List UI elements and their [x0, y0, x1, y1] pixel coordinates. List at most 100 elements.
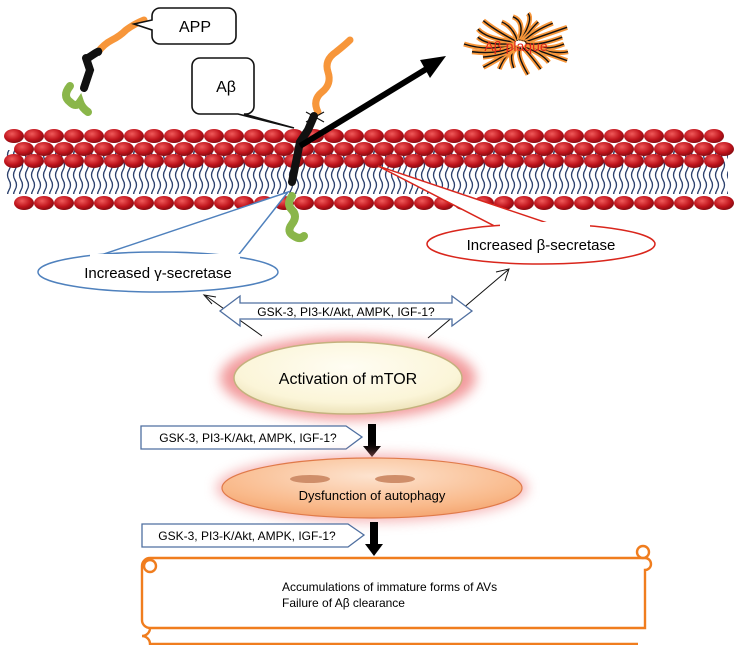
lipid-head	[154, 196, 174, 210]
lipid-head	[114, 196, 134, 210]
lipid-head	[194, 196, 214, 210]
lipid-head	[454, 142, 474, 156]
lipid-head	[234, 142, 254, 156]
gamma-secretase-callout: Increased γ-secretase	[37, 190, 291, 293]
lipid-head	[564, 129, 584, 143]
app-callout: APP	[131, 7, 237, 45]
lipid-head	[574, 196, 594, 210]
lipid-head	[404, 154, 424, 168]
lipid-head	[104, 154, 124, 168]
lipid-head	[184, 154, 204, 168]
plaque-fibril-outline	[477, 28, 516, 43]
lipid-head	[24, 129, 44, 143]
lipid-head	[384, 154, 404, 168]
outcome-line-2: Failure of Aβ clearance	[282, 596, 405, 610]
lipid-head	[194, 142, 214, 156]
lipid-head	[54, 142, 74, 156]
lipid-head	[534, 196, 554, 210]
lipid-head	[334, 196, 354, 210]
lipid-head	[464, 129, 484, 143]
lipid-head	[444, 154, 464, 168]
lipid-head	[264, 129, 284, 143]
lipid-head	[654, 142, 674, 156]
pathway-bottom-label: GSK-3, PI3-K/Akt, AMPK, IGF-1?	[158, 529, 336, 543]
lipid-head	[354, 196, 374, 210]
lipid-head	[314, 142, 334, 156]
lipid-head	[204, 154, 224, 168]
lipid-head	[414, 196, 434, 210]
vesicle-icon	[290, 475, 330, 483]
lipid-head	[354, 142, 374, 156]
lipid-head	[134, 196, 154, 210]
autophagy-label: Dysfunction of autophagy	[299, 488, 446, 503]
lipid-head	[524, 129, 544, 143]
lipid-head	[694, 196, 714, 210]
lipid-head	[394, 196, 414, 210]
lipid-head	[64, 154, 84, 168]
lipid-head	[614, 196, 634, 210]
lipid-head	[344, 129, 364, 143]
lipid-head	[624, 154, 644, 168]
lipid-head	[154, 142, 174, 156]
lipid-bilayer-membrane	[4, 129, 734, 210]
lipid-head	[714, 196, 734, 210]
lipid-head	[34, 196, 54, 210]
lipid-head	[174, 196, 194, 210]
lipid-head	[164, 154, 184, 168]
lipid-head	[14, 196, 34, 210]
lipid-head	[94, 196, 114, 210]
plaque-fibril-outline	[523, 46, 550, 63]
gamma-secretase-label: Increased γ-secretase	[84, 265, 232, 282]
lipid-head	[384, 129, 404, 143]
lipid-head	[534, 142, 554, 156]
lipid-head	[174, 142, 194, 156]
lipid-head	[544, 154, 564, 168]
beta-secretase-callout: Increased β-secretase	[377, 165, 656, 265]
lipid-head	[134, 142, 154, 156]
lipid-head	[44, 154, 64, 168]
lipid-head	[414, 142, 434, 156]
lipid-head	[484, 129, 504, 143]
autophagy-to-outcome-arrow	[365, 522, 383, 556]
plaque-fibril-outline	[525, 36, 563, 45]
lipid-head	[664, 154, 684, 168]
lipid-head	[464, 154, 484, 168]
outcome-scroll: Accumulations of immature forms of AVs F…	[140, 544, 653, 645]
lipid-head	[254, 142, 274, 156]
lipid-head	[214, 142, 234, 156]
beta-secretase-label: Increased β-secretase	[467, 237, 616, 254]
lipid-head	[74, 142, 94, 156]
lipid-head	[704, 154, 724, 168]
lipid-head	[374, 142, 394, 156]
lipid-head	[244, 129, 264, 143]
pathway-bottom-arrow: GSK-3, PI3-K/Akt, AMPK, IGF-1?	[141, 523, 366, 548]
lipid-head	[514, 196, 534, 210]
lipid-head	[564, 154, 584, 168]
app-molecule-embedded	[285, 36, 354, 242]
mtor-label: Activation of mTOR	[279, 371, 417, 388]
lipid-head	[554, 142, 574, 156]
lipid-head	[214, 196, 234, 210]
lipid-head	[584, 154, 604, 168]
lipid-head	[504, 154, 524, 168]
lipid-head	[604, 154, 624, 168]
plaque-label: Aβ plaque	[484, 38, 548, 54]
lipid-head	[184, 129, 204, 143]
lipid-head	[264, 154, 284, 168]
lipid-head	[404, 129, 424, 143]
lipid-head	[524, 154, 544, 168]
lipid-head	[94, 142, 114, 156]
lipid-head	[274, 142, 294, 156]
lipid-head	[324, 129, 344, 143]
plaque-fibril-outline	[501, 21, 519, 41]
lipid-head	[314, 196, 334, 210]
lipid-head	[364, 154, 384, 168]
lipid-head	[294, 196, 314, 210]
app-label: APP	[179, 19, 211, 36]
lipid-head	[634, 196, 654, 210]
lipid-head	[434, 142, 454, 156]
lipid-head	[654, 196, 674, 210]
mtor-to-autophagy-arrow	[363, 424, 381, 457]
lipid-head	[34, 142, 54, 156]
lipid-head	[44, 129, 64, 143]
